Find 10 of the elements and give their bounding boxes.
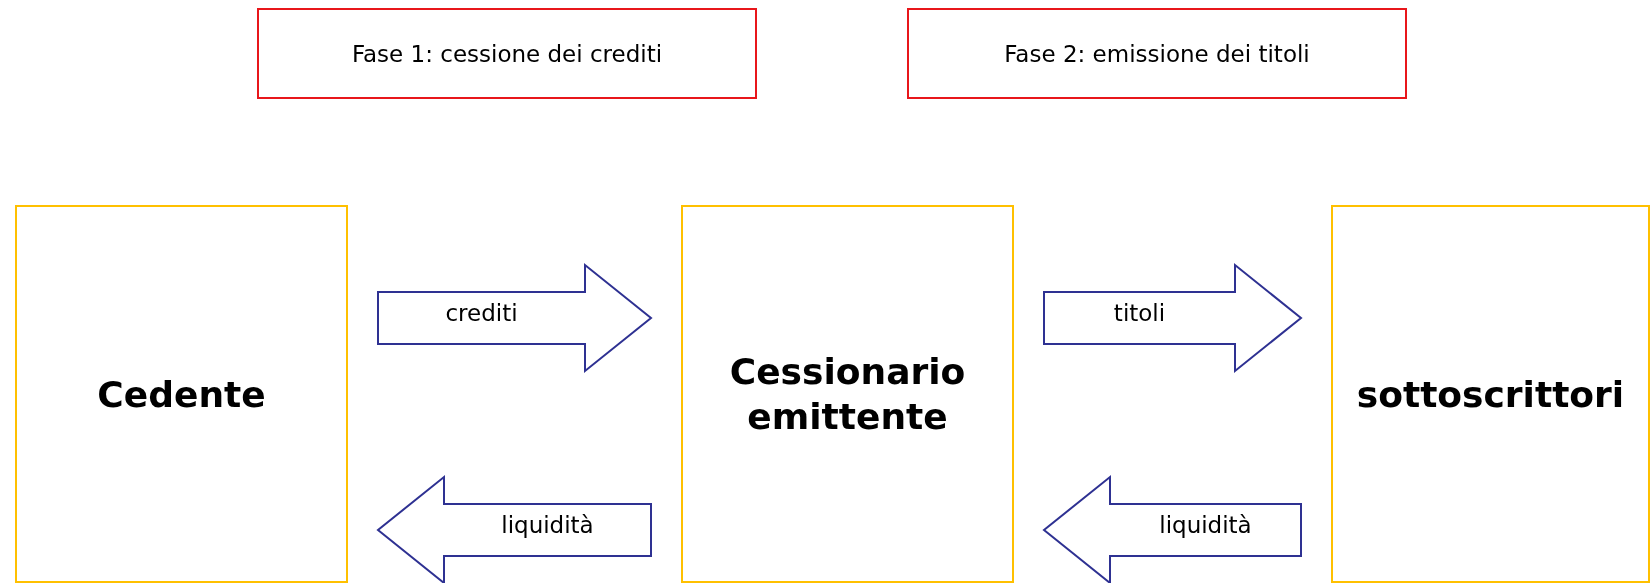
node-label: Cessionario emittente <box>728 350 967 439</box>
node-label: sottoscrittori <box>1356 372 1625 417</box>
node-label: Cedente <box>97 372 266 417</box>
node-label: Fase 2: emissione dei titoli <box>1004 40 1310 67</box>
phase-box <box>907 8 1407 99</box>
phase-box <box>257 8 757 99</box>
party-box <box>681 205 1014 583</box>
node-label: Fase 1: cessione dei crediti <box>351 40 663 67</box>
party-box <box>1331 205 1650 583</box>
party-box <box>15 205 348 583</box>
